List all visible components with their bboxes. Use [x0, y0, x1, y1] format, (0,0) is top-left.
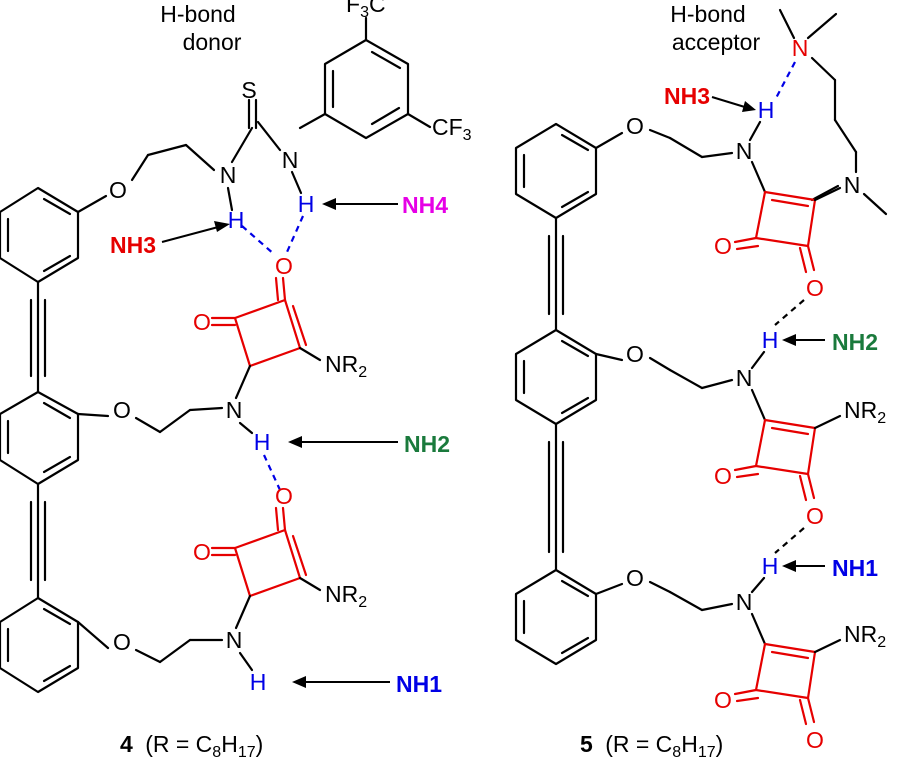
squaramide2-o-left: O [193, 539, 211, 565]
right-sq1-o-bottom: O [806, 275, 824, 301]
nh1-hydrogen-left: H [250, 669, 267, 695]
right-squaramide-1 [733, 160, 842, 274]
bottom-phenyl-ring [0, 596, 80, 694]
bis-cf3-phenyl-ring [298, 16, 432, 140]
label-nh3-right: NH3 [664, 83, 710, 109]
right-top-phenyl-ring [514, 122, 598, 220]
label-nh3-left: NH3 [110, 232, 156, 258]
left-title-line2: donor [183, 29, 242, 55]
right-bottom-ether-oxygen: O [626, 565, 644, 591]
squaramide2-o-top: O [275, 483, 293, 509]
compound-4: H-bond donor F3C CF3 S N N H [0, 0, 472, 761]
middle-ether-oxygen: O [113, 397, 131, 423]
label-nh2-left: NH2 [404, 431, 450, 457]
right-sq3-o-left: O [714, 687, 732, 713]
right-mid-ether-oxygen: O [626, 341, 644, 367]
nh2-hydrogen-right: H [762, 327, 779, 353]
nh3-hydrogen-right: H [758, 97, 775, 123]
right-title-line2: acceptor [672, 29, 761, 55]
right-top-nitrogen: N [736, 138, 753, 164]
label-nh1-right: NH1 [832, 555, 878, 581]
label-nh1-left: NH1 [396, 671, 442, 697]
cf3-right-label: CF3 [432, 114, 472, 144]
right-mid-nitrogen: N [736, 365, 753, 391]
right-squaramide-3 [733, 612, 842, 726]
right-bottom-nitrogen: N [736, 589, 753, 615]
sulfur-atom: S [241, 77, 256, 103]
bottom-nh-nitrogen: N [226, 627, 243, 653]
label-nh4: NH4 [402, 192, 448, 218]
right-caption: 5 (R = C8H17) [580, 731, 723, 761]
squaramide1-o-top: O [275, 253, 293, 279]
right-sq3-nr2: NR2 [844, 621, 886, 651]
thiourea-n-right: N [282, 147, 299, 173]
right-sq1-o-left: O [714, 233, 732, 259]
right-squaramide-2 [733, 388, 842, 502]
right-sq2-o-left: O [714, 463, 732, 489]
right-sq2-nr2: NR2 [844, 397, 886, 427]
right-bottom-phenyl-ring [514, 568, 598, 666]
middle-phenyl-ring [0, 390, 80, 486]
compound-5: H-bond acceptor N N H N NH3 O [514, 1, 888, 761]
nme2-side-nitrogen: N [844, 172, 861, 198]
left-title-line1: H-bond [160, 1, 235, 27]
nh4-hydrogen: H [298, 191, 315, 217]
top-phenyl-ring [0, 186, 80, 284]
right-sq3-o-bottom: O [806, 727, 824, 753]
bottom-ether-oxygen: O [113, 629, 131, 655]
right-sq2-o-bottom: O [806, 503, 824, 529]
squaramide-2 [210, 506, 322, 630]
squaramide-1 [210, 276, 322, 400]
squaramide1-o-left: O [193, 309, 211, 335]
middle-nh-nitrogen: N [226, 397, 243, 423]
left-caption: 4 (R = C8H17) [120, 731, 263, 761]
nh1-hydrogen-right: H [762, 553, 779, 579]
right-top-ether-oxygen: O [626, 113, 644, 139]
cf3-top-label: F3C [346, 0, 386, 21]
right-title-line1: H-bond [670, 1, 745, 27]
right-middle-phenyl-ring [514, 328, 598, 426]
top-ether-oxygen: O [109, 177, 127, 203]
nme2-top-nitrogen: N [792, 35, 809, 61]
thiourea-group [230, 98, 282, 164]
squaramide2-nr2: NR2 [325, 581, 367, 611]
squaramide1-nr2: NR2 [325, 351, 367, 381]
label-nh2-right: NH2 [832, 329, 878, 355]
thiourea-n-left: N [220, 162, 237, 188]
nh3-hydrogen: H [228, 207, 245, 233]
nh2-hydrogen-left: H [254, 429, 271, 455]
